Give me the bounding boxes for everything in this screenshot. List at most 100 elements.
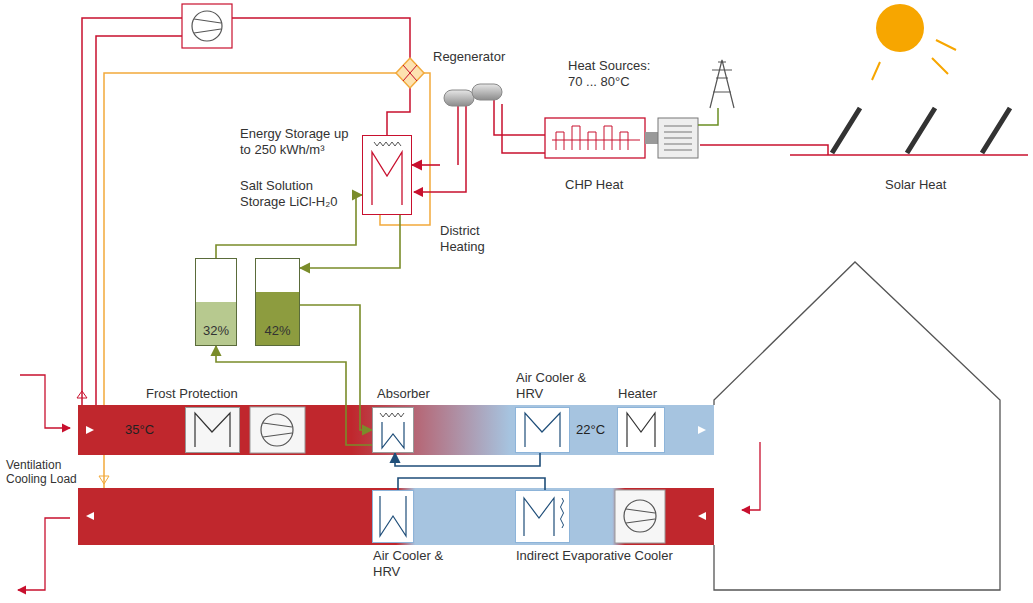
intake-arrow xyxy=(20,375,70,428)
flow-triangle xyxy=(77,391,87,398)
coil-symbol xyxy=(524,498,554,536)
fan-symbol xyxy=(624,500,656,532)
air-line xyxy=(82,18,182,405)
box-fill xyxy=(372,490,414,543)
flow-triangle xyxy=(698,512,706,520)
air-line xyxy=(232,18,410,58)
box-fill xyxy=(515,490,570,543)
house-outline xyxy=(714,262,1000,590)
fan-box xyxy=(182,4,232,48)
absorber-box: Absorber xyxy=(372,407,414,453)
box-fill xyxy=(372,407,414,453)
coil-box: Air Cooler & HRV xyxy=(515,407,570,453)
annotation-label: 35°C xyxy=(125,422,154,438)
flow-triangle xyxy=(698,426,706,434)
pipe-connector xyxy=(395,453,540,466)
evaporative-cooler-box: Indirect Evaporative Cooler xyxy=(515,490,570,543)
annotation-label: Salt Solution Storage LiCl-H₂0 xyxy=(240,178,348,210)
node-label: Absorber xyxy=(377,386,430,402)
heating-pipe xyxy=(457,104,459,165)
fan-box xyxy=(250,407,305,453)
pipe-connector xyxy=(510,134,545,136)
pylon xyxy=(710,60,734,108)
coil-symbol xyxy=(525,413,560,447)
supply-arrow xyxy=(742,442,760,510)
generator xyxy=(664,126,692,150)
storage-tank: 32% xyxy=(195,258,237,346)
pipe-connector xyxy=(412,164,440,166)
flow-triangle xyxy=(99,476,109,484)
tank-liquid xyxy=(195,302,237,346)
annotation-label: 22°C xyxy=(576,422,605,438)
flow-triangle xyxy=(86,426,94,434)
fan-symbol xyxy=(263,423,292,437)
solar-pipe xyxy=(790,145,828,155)
annotation-label: Ventilation Cooling Load xyxy=(6,458,80,486)
sun xyxy=(876,4,924,52)
box-fill xyxy=(362,135,412,215)
node-label: Indirect Evaporative Cooler xyxy=(516,548,673,564)
flow-triangle xyxy=(86,512,94,520)
node-label: 42% xyxy=(256,323,299,339)
fan-symbol xyxy=(626,509,655,523)
district-heating: District Heating xyxy=(440,80,510,255)
solar-pipe xyxy=(790,154,1028,156)
power-wire xyxy=(698,108,718,125)
air-line xyxy=(387,88,410,135)
regenerator-box: Regenerator xyxy=(362,135,412,215)
pipe-connector xyxy=(300,215,400,268)
node-label: Frost Protection xyxy=(146,386,238,402)
coil-symbol xyxy=(372,152,402,205)
air-line xyxy=(96,36,182,405)
coil-box: Frost Protection xyxy=(185,407,240,453)
coil-symbol xyxy=(195,413,230,447)
pipe-drum xyxy=(444,90,474,106)
crossflow-exchanger xyxy=(396,58,424,88)
pipe-connector xyxy=(700,144,790,146)
exhaust-duct xyxy=(78,488,714,545)
annotation-label: Energy Storage up to 250 kWh/m³ xyxy=(240,126,350,158)
heating-pipe xyxy=(502,104,545,153)
annotation-label: Heat Sources: 70 ... 80°C xyxy=(568,58,663,90)
solar-collector xyxy=(832,108,1010,153)
chp-engine xyxy=(552,126,640,150)
fan-symbol xyxy=(192,11,222,41)
spray-symbol xyxy=(380,413,404,417)
pipe-connector xyxy=(300,305,372,430)
spray-symbol xyxy=(374,142,401,146)
fan-symbol xyxy=(194,19,221,33)
supply-duct xyxy=(78,405,714,455)
storage-tank: 42% xyxy=(255,258,300,346)
node-label: Air Cooler & HRV xyxy=(373,548,448,580)
fan-symbol xyxy=(261,414,293,446)
exhaust-arrow xyxy=(18,518,70,590)
crossflow-exchanger xyxy=(403,65,417,81)
sun-ray xyxy=(872,40,956,80)
node-label: Solar Heat xyxy=(885,177,946,193)
node-label: 32% xyxy=(196,323,236,339)
chp-unit: CHP Heat xyxy=(545,115,700,195)
node-label: Heater xyxy=(618,386,657,402)
shaft xyxy=(645,132,658,144)
box-fill xyxy=(617,407,665,453)
heating-pipe xyxy=(414,104,466,192)
generator xyxy=(658,118,698,158)
coil-symbol xyxy=(380,496,406,536)
fan-box xyxy=(615,490,665,543)
node-label: Regenerator xyxy=(433,49,505,65)
chp-engine xyxy=(545,118,645,158)
tank-liquid xyxy=(255,292,300,346)
solar-field: Solar Heat xyxy=(790,95,1030,195)
pipe-drum xyxy=(472,84,502,100)
box-fill xyxy=(515,407,570,453)
node-label: CHP Heat xyxy=(565,177,623,193)
coil-box: Heater xyxy=(617,407,665,453)
coil-symbol xyxy=(627,413,655,447)
coil-box: Air Cooler & HRV xyxy=(372,490,414,543)
node-label: District Heating xyxy=(440,223,510,255)
water-spray xyxy=(561,498,564,528)
node-label: Air Cooler & HRV xyxy=(516,370,591,402)
